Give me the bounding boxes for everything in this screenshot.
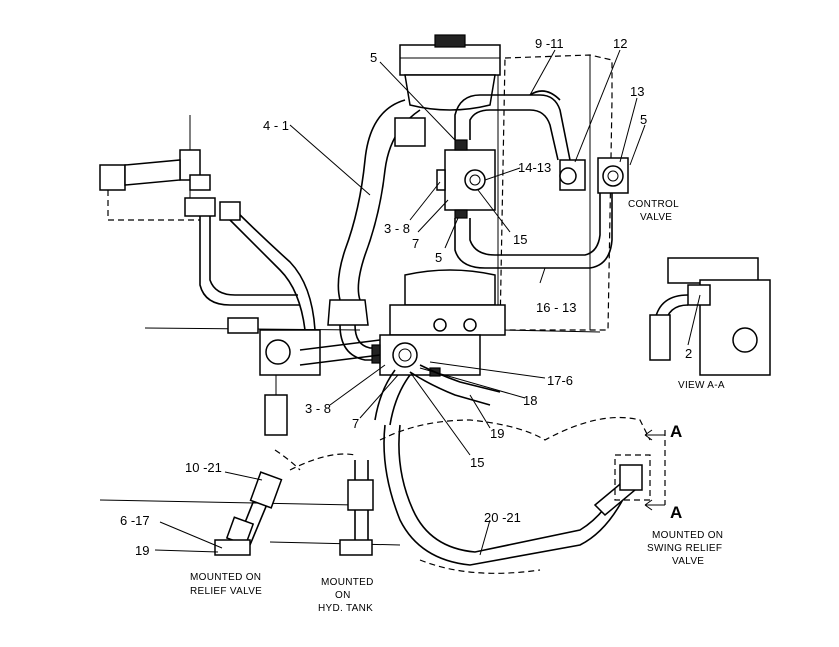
- leader-lines: [154, 49, 701, 556]
- label-hyd-tank: HYD. TANK: [318, 603, 373, 614]
- label-18: 18: [523, 393, 537, 408]
- label-mounted-2: MOUNTED: [321, 577, 374, 588]
- label-20-21: 20 -21: [484, 510, 521, 525]
- label-13: 13: [630, 84, 644, 99]
- label-mounted-on-3: MOUNTED ON: [652, 530, 723, 541]
- left-fittings: [99, 115, 316, 331]
- label-7-top: 7: [412, 236, 419, 251]
- label-a-top: A: [670, 422, 682, 441]
- label-view-a-a: VIEW A-A: [678, 380, 725, 391]
- label-3-8-top: 3 - 8: [384, 221, 410, 236]
- label-17-6: 17-6: [547, 373, 573, 388]
- hose-4-1: [327, 99, 426, 361]
- label-9-11: 9 -11: [535, 36, 564, 51]
- view-a-a-detail: [649, 257, 771, 376]
- label-10-21: 10 -21: [185, 460, 222, 475]
- label-15-bot: 15: [470, 455, 484, 470]
- left-pump: [227, 317, 381, 436]
- hose-down: [374, 364, 631, 566]
- label-14-13: 14-13: [518, 160, 551, 175]
- label-12: 12: [613, 36, 627, 51]
- label-a-bot: A: [670, 503, 682, 522]
- label-7-bot: 7: [352, 416, 359, 431]
- label-4-1: 4 - 1: [263, 118, 289, 133]
- label-valve: VALVE: [640, 212, 672, 223]
- top-filter: [399, 34, 501, 111]
- label-control: CONTROL: [628, 199, 679, 210]
- label-15-top: 15: [513, 232, 527, 247]
- control-valve-fittings: [559, 157, 629, 194]
- label-6-17: 6 -17: [120, 513, 150, 528]
- label-5-right: 5: [640, 112, 647, 127]
- label-3-8-bot: 3 - 8: [305, 401, 331, 416]
- label-2: 2: [685, 346, 692, 361]
- label-valve-3: VALVE: [672, 556, 704, 567]
- label-16-13: 16 - 13: [536, 300, 576, 315]
- control-manifold: [436, 139, 496, 219]
- label-19-bot: 19: [135, 543, 149, 558]
- label-swing-relief: SWING RELIEF: [647, 543, 722, 554]
- callout-labels: 5 9 -11 12 13 5 4 - 1 14-13 CONTROL VALV…: [120, 36, 725, 614]
- hose-hyd-tank: [339, 460, 374, 556]
- label-on-2: ON: [335, 590, 351, 601]
- hose-20-21: [593, 454, 651, 517]
- label-mounted-on-1: MOUNTED ON: [190, 572, 261, 583]
- label-5-top: 5: [370, 50, 377, 65]
- hose-10-21: [214, 449, 301, 556]
- label-19-mid: 19: [490, 426, 504, 441]
- pipe-loop-upper: [454, 90, 613, 269]
- label-5-mid: 5: [435, 250, 442, 265]
- section-markers: [644, 429, 666, 511]
- lower-pump: [371, 269, 506, 377]
- label-relief-valve: RELIEF VALVE: [190, 586, 262, 597]
